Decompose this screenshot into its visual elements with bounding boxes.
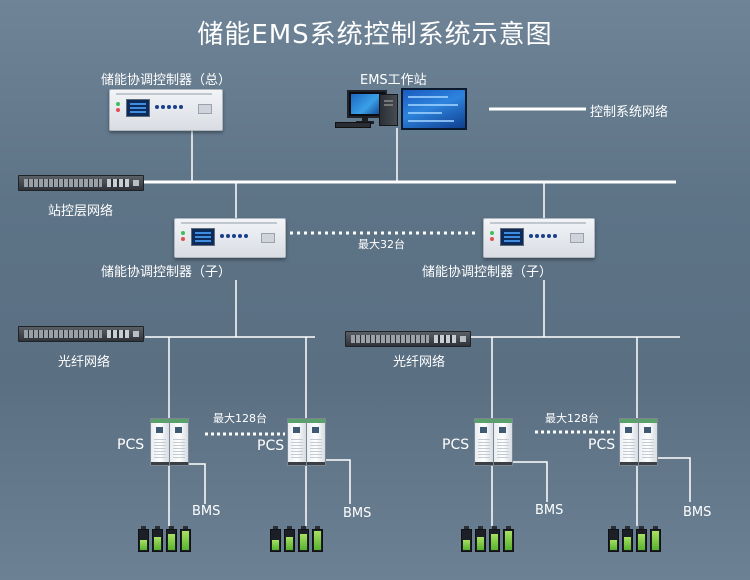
ems-workstation-icon	[335, 88, 475, 130]
pcs-cabinet-4	[619, 418, 658, 466]
battery-icon	[489, 526, 500, 552]
battery-group-1	[138, 526, 198, 554]
battery-icon	[312, 526, 323, 552]
battery-icon	[152, 526, 163, 552]
master-controller-device	[109, 89, 223, 131]
bms-elbow-3	[510, 461, 548, 502]
battery-icon	[475, 526, 486, 552]
fiber-network-left-label: 光纤网络	[58, 355, 111, 370]
sub-controller-right-device	[483, 218, 595, 258]
fiber-network-right-label: 光纤网络	[393, 355, 446, 370]
battery-icon	[636, 526, 647, 552]
fiber-switch-right	[345, 331, 471, 347]
battery-icon	[650, 526, 661, 552]
battery-icon	[608, 526, 619, 552]
max-128-right-label: 最大128台	[545, 412, 599, 425]
control-network-legend: 控制系统网络	[590, 105, 669, 120]
max-128-left-label: 最大128台	[213, 412, 267, 425]
bms-label-4: BMS	[683, 505, 712, 520]
pcs-cabinet-1	[150, 418, 189, 466]
diagram-title: 储能EMS系统控制系统示意图	[197, 20, 553, 50]
battery-group-4	[608, 526, 668, 554]
bms-elbow-1	[187, 463, 206, 504]
battery-icon	[503, 526, 514, 552]
pcs-label-1: PCS	[117, 437, 145, 453]
bms-label-1: BMS	[192, 504, 221, 519]
bms-elbow-4	[655, 457, 691, 502]
battery-icon	[461, 526, 472, 552]
bms-label-2: BMS	[343, 506, 372, 521]
battery-group-2	[270, 526, 330, 554]
battery-icon	[284, 526, 295, 552]
sub-controller-left-device	[174, 218, 286, 258]
pcs-label-3: PCS	[442, 437, 470, 453]
sub-controller-left-label: 储能协调控制器（子）	[101, 265, 232, 280]
station-network-label: 站控层网络	[48, 204, 114, 219]
battery-group-3	[461, 526, 521, 554]
bms-elbow-2	[324, 459, 351, 504]
battery-icon	[298, 526, 309, 552]
battery-icon	[622, 526, 633, 552]
bms-label-3: BMS	[535, 503, 564, 518]
pcs-cabinet-2	[287, 418, 326, 466]
pcs-label-4: PCS	[588, 437, 616, 453]
pcs-cabinet-3	[474, 418, 513, 466]
sub-controller-right-label: 储能协调控制器（子）	[422, 265, 553, 280]
fiber-switch-left	[18, 326, 144, 342]
ems-workstation-label: EMS工作站	[360, 73, 427, 88]
battery-icon	[166, 526, 177, 552]
master-controller-label: 储能协调控制器（总）	[101, 73, 232, 88]
battery-icon	[138, 526, 149, 552]
battery-icon	[270, 526, 281, 552]
pcs-label-2: PCS	[257, 438, 285, 454]
max-32-label: 最大32台	[358, 238, 405, 251]
battery-icon	[180, 526, 191, 552]
station-switch	[18, 175, 144, 191]
